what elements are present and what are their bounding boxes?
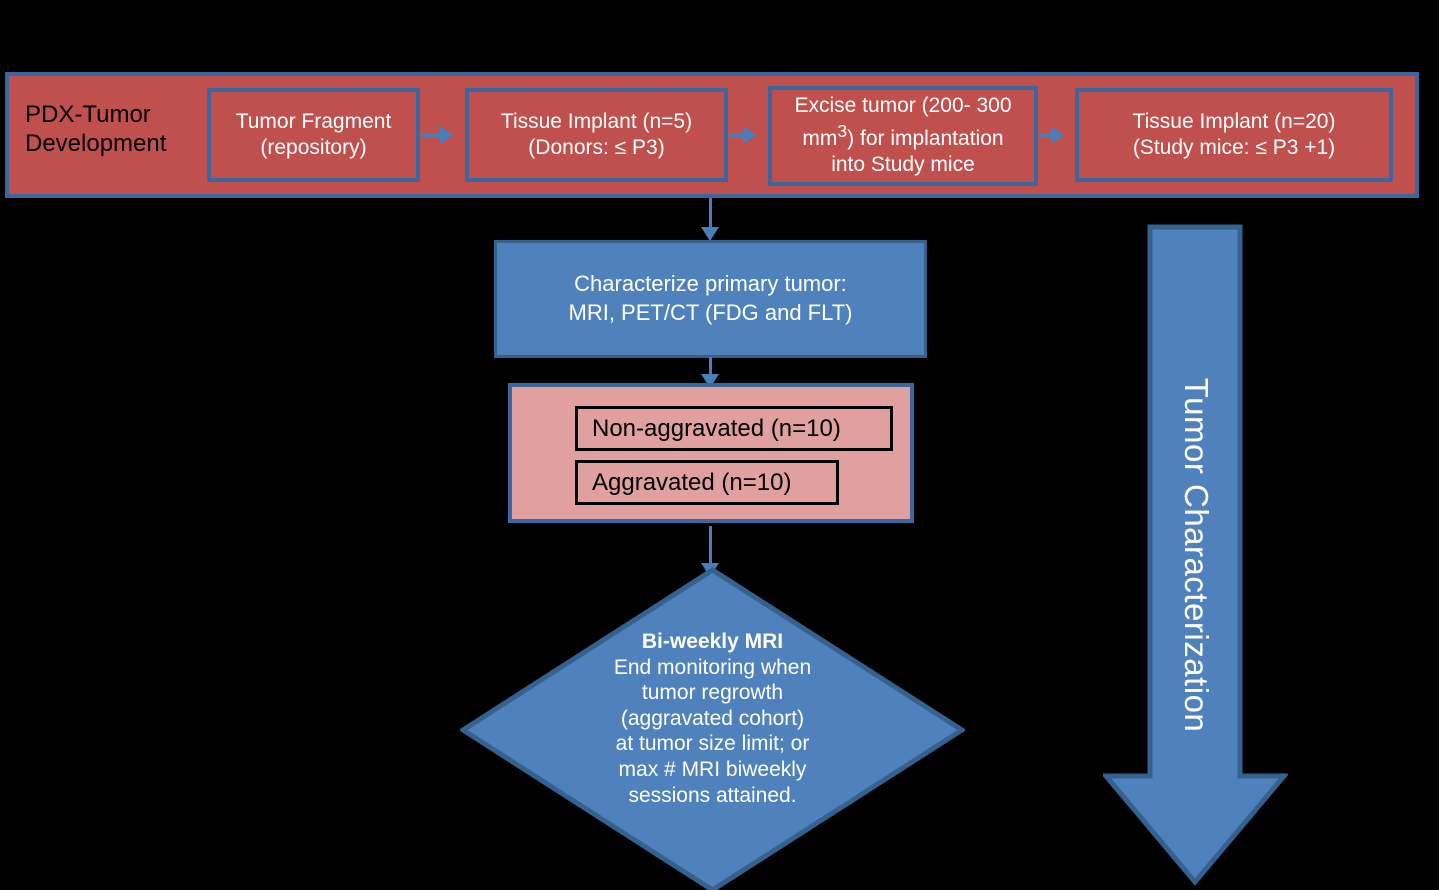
cohort-item-aggravated: Aggravated (n=10) (575, 460, 839, 505)
diamond-line-2: tumor regrowth (641, 681, 784, 705)
step-box-tissue-implant-study-mice: Tissue Implant (n=20) (Study mice: ≤ P3 … (1075, 88, 1393, 182)
step-line-2: (Study mice: ≤ P3 +1) (1132, 136, 1336, 159)
connector-arrow-down-icon (701, 198, 719, 241)
connector-arrow-down-icon (701, 526, 719, 577)
characterize-primary-tumor-box: Characterize primary tumor: MRI, PET/CT … (494, 240, 927, 358)
step-box-excise-tumor: Excise tumor (200- 300 mm3) for implanta… (768, 86, 1038, 186)
diamond-text-block: Bi-weekly MRI End monitoring when tumor … (548, 629, 878, 808)
cohort-item-non-aggravated: Non-aggravated (n=10) (575, 406, 893, 451)
cohort-item-label: Aggravated (n=10) (592, 468, 792, 496)
step-line-2: (Donors: ≤ P3) (528, 136, 665, 159)
characterize-line-2: MRI, PET/CT (FDG and FLT) (568, 300, 853, 325)
cohorts-label: Cohorts (464, 275, 495, 375)
step-line-1: Excise tumor (200- 300 (794, 94, 1012, 118)
cohort-item-label: Non-aggravated (n=10) (592, 414, 841, 442)
tumor-characterization-arrow: Tumor Characterization (1103, 224, 1288, 886)
diamond-heading: Bi-weekly MRI (641, 630, 784, 653)
diamond-line-4: at tumor size limit; or (615, 732, 810, 756)
diamond-line-5: max # MRI biweekly (618, 758, 807, 782)
diamond-line-1: End monitoring when (613, 655, 812, 679)
step-line-1: Tumor Fragment (235, 109, 392, 133)
characterize-line-1: Characterize primary tumor: (574, 271, 847, 297)
step-box-tumor-fragment: Tumor Fragment (repository) (207, 88, 420, 182)
step-box-tissue-implant-donors: Tissue Implant (n=5) (Donors: ≤ P3) (465, 88, 728, 182)
arrow-right-icon (1039, 126, 1064, 144)
arrow-down-icon (1103, 224, 1288, 886)
band-title: PDX-Tumor Development (25, 101, 167, 158)
step-line-2-sup: 3 (837, 120, 848, 141)
arrow-right-icon (421, 126, 453, 144)
monitoring-decision-diamond: Bi-weekly MRI End monitoring when tumor … (460, 567, 965, 890)
step-line-2-pre: mm (802, 126, 838, 150)
connector-arrow-down-icon (701, 357, 719, 388)
step-line-2-post: ) for implantation (847, 126, 1004, 150)
diamond-shape-icon (460, 567, 965, 890)
tumor-characterization-label: Tumor Characterization (1177, 377, 1215, 733)
diamond-line-3: (aggravated cohort) (620, 706, 805, 730)
step-line-1: Tissue Implant (n=20) (1132, 109, 1336, 133)
step-line-1: Tissue Implant (n=5) (500, 109, 693, 133)
arrow-right-icon (729, 126, 756, 144)
step-line-3: into Study mice (831, 153, 975, 177)
cohorts-box: Cohorts Non-aggravated (n=10) Aggravated… (464, 276, 914, 523)
diamond-line-6: sessions attained. (628, 783, 797, 807)
step-line-2: (repository) (260, 136, 367, 159)
